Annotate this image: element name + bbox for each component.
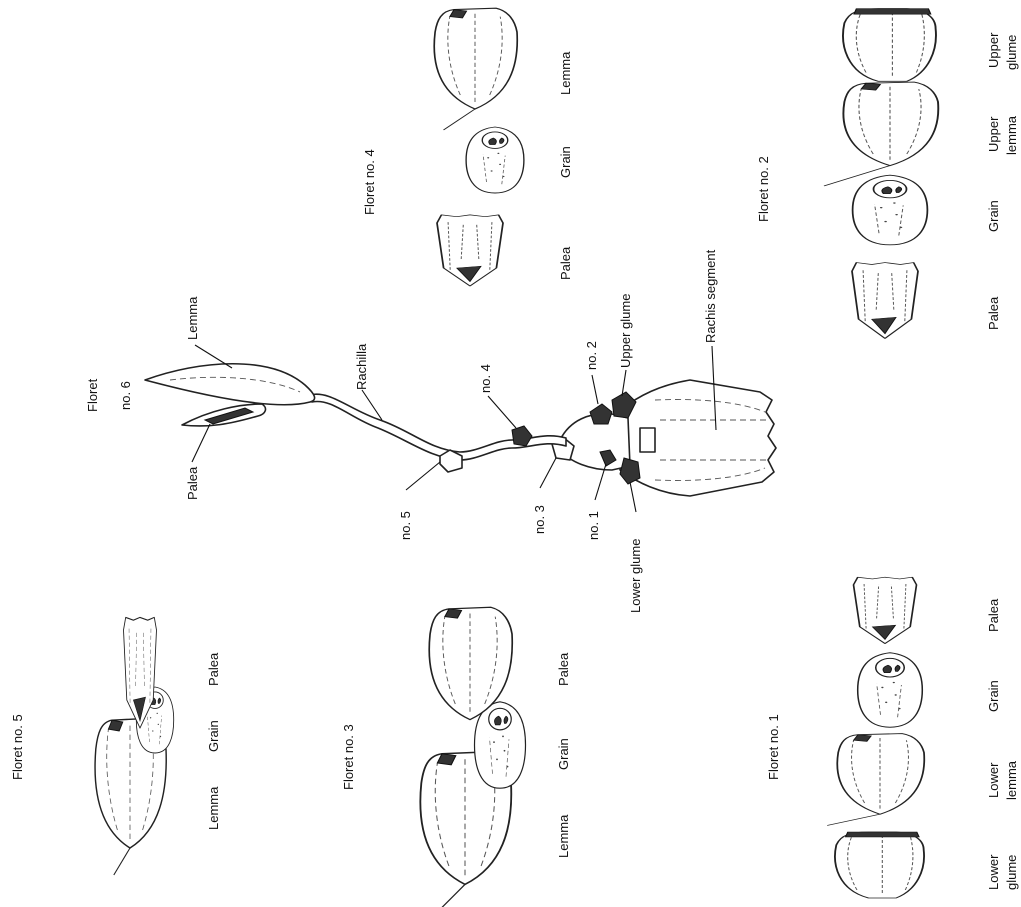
floret-1-title: Floret no. 1 — [766, 714, 781, 780]
floret-2-stub — [590, 404, 612, 424]
lower-glume-label: Lower glume — [628, 539, 643, 613]
floret-4-lemma-label: Lemma — [558, 51, 573, 95]
floret-6-palea-label: Palea — [185, 466, 200, 500]
floret-3-grain — [475, 702, 526, 788]
floret-2-palea — [852, 263, 918, 339]
floret-3-grain-label: Grain — [556, 738, 571, 770]
floret-2-grain — [853, 175, 928, 245]
no-5-label: no. 5 — [398, 511, 413, 540]
floret-2-upper-glume-label-2: glume — [1004, 35, 1019, 70]
floret-4-grain-label: Grain — [558, 146, 573, 178]
floret-5-title: Floret no. 5 — [10, 714, 25, 780]
floret-2-title: Floret no. 2 — [756, 156, 771, 222]
floret-4-lemma — [434, 8, 517, 130]
floret-6-title-line1: Floret — [85, 378, 100, 412]
floret-2-upper-lemma-label-2: lemma — [1004, 115, 1019, 155]
no-3-label: no. 3 — [532, 505, 547, 534]
floret-3-title: Floret no. 3 — [341, 724, 356, 790]
floret-4-grain — [466, 127, 524, 193]
upper-glume-label: Upper glume — [618, 294, 633, 368]
floret-1-grain-label: Grain — [986, 680, 1001, 712]
floret-1-group: Floret no. 1 Lower glume Lower lemma Gra… — [766, 577, 1019, 898]
floret-2-palea-label: Palea — [986, 296, 1001, 330]
floret-3-group: Floret no. 3 Lemma Grain Palea — [341, 607, 571, 907]
rachis-segment — [620, 380, 776, 496]
floret-2-grain-label: Grain — [986, 200, 1001, 232]
floret-1-palea-label: Palea — [986, 598, 1001, 632]
rachis-segment-label: Rachis segment — [703, 249, 718, 343]
floret-5-lemma-label: Lemma — [206, 786, 221, 830]
floret-2-upper-lemma-label-1: Upper — [986, 116, 1001, 152]
no-1-label: no. 1 — [586, 511, 601, 540]
floret-4-title: Floret no. 4 — [362, 149, 377, 215]
floret-1-lower-glume-label-2: glume — [1004, 855, 1019, 890]
floret-1-lower-lemma-label-2: lemma — [1004, 760, 1019, 800]
floret-1-palea — [854, 577, 917, 643]
floret-2-upper-glume-label-1: Upper — [986, 32, 1001, 68]
floret-5-grain-label: Grain — [206, 720, 221, 752]
floret-6-lemma — [145, 364, 315, 405]
floret-3-lemma-label: Lemma — [556, 814, 571, 858]
floret-4-palea-label: Palea — [558, 246, 573, 280]
floret-1-lower-lemma-label-1: Lower — [986, 762, 1001, 798]
floret-5-group: Floret no. 5 Lemma Grain Palea — [10, 617, 221, 875]
floret-1-lower-glume-label-1: Lower — [986, 854, 1001, 890]
no-4-label: no. 4 — [478, 364, 493, 393]
floret-1-lower-glume — [835, 832, 924, 898]
rachilla — [310, 394, 566, 460]
floret-1-grain — [858, 653, 923, 727]
floret-2-group: Floret no. 2 Upper glume Upper lemma Gra… — [756, 9, 1019, 339]
no-2-label: no. 2 — [584, 341, 599, 370]
floret-6-lemma-label: Lemma — [185, 296, 200, 340]
floret-2-upper-lemma — [824, 82, 938, 186]
rachilla-label: Rachilla — [354, 343, 369, 390]
floret-4-palea — [437, 215, 503, 286]
floret-4-group: Floret no. 4 Lemma Grain Palea — [362, 8, 573, 286]
floret-3-palea-label: Palea — [556, 652, 571, 686]
floret-6-title-line2: no. 6 — [118, 381, 133, 410]
central-spikelet — [145, 364, 776, 496]
floret-1-lower-lemma — [827, 734, 924, 826]
floret-2-upper-glume — [843, 9, 936, 82]
floret-5-palea-label: Palea — [206, 652, 221, 686]
